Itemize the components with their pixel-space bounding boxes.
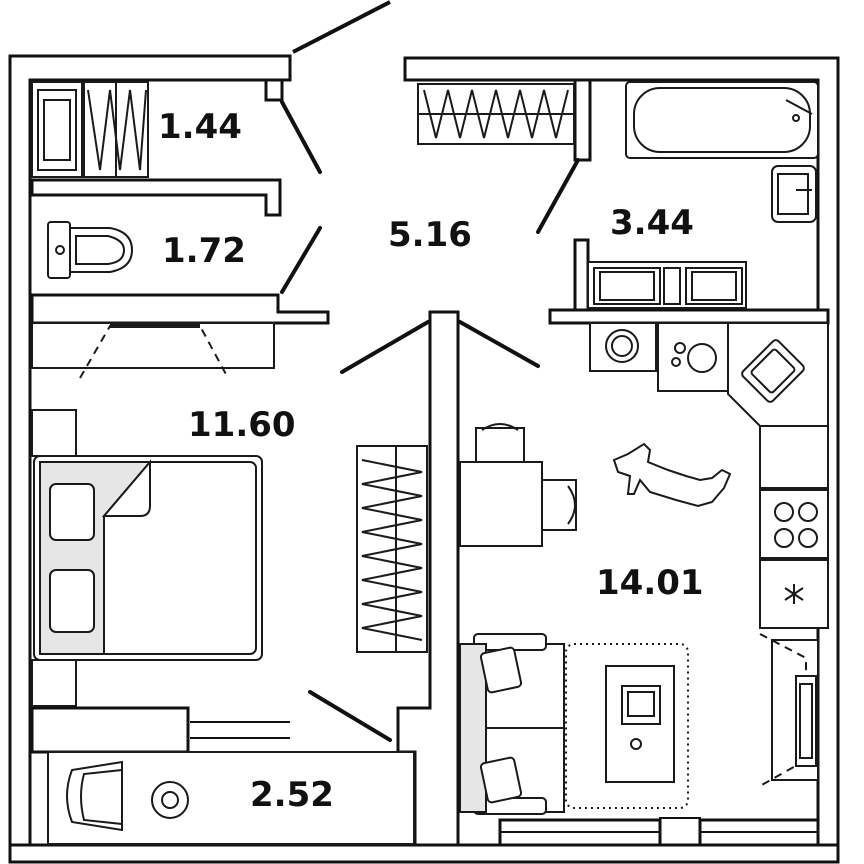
burner-4 <box>798 528 818 548</box>
room-area-bedroom: 11.60 <box>188 405 296 445</box>
toilet-button <box>55 245 65 255</box>
room-area-living-kitchen: 14.01 <box>596 563 704 603</box>
mouse <box>630 738 642 750</box>
wall-bathroom-lower-left <box>573 238 590 312</box>
wardrobe-bedroom-zigzag <box>361 459 423 641</box>
storage-rack-zigzag <box>87 89 147 171</box>
door-storage <box>280 100 322 174</box>
door-balcony <box>308 690 392 742</box>
outer-wall-bottom <box>8 843 840 864</box>
toilet-fixture <box>47 221 134 279</box>
storage-cabinet-inner <box>43 99 71 161</box>
stove <box>759 489 829 559</box>
burner-3 <box>774 528 794 548</box>
wall-storage-right <box>264 78 284 102</box>
room-area-bathroom: 3.44 <box>610 203 694 243</box>
windows <box>190 721 818 846</box>
bedroom-furniture <box>31 322 428 707</box>
washer-unit-inner <box>691 271 737 301</box>
washer-unit-inner <box>599 271 655 301</box>
doors <box>280 100 580 742</box>
bed-blanket-fold <box>101 459 151 517</box>
dining-chair-top <box>475 427 525 463</box>
kitchen-sink-inner <box>750 348 796 394</box>
door-living <box>458 320 540 368</box>
wall-balcony-top <box>30 706 190 754</box>
room-area-balcony: 2.52 <box>250 775 334 815</box>
bathroom-furniture <box>587 81 819 309</box>
area-labels: 1.44 1.72 5.16 3.44 11.60 14.01 2.52 <box>158 107 704 815</box>
side-table-inner <box>161 791 179 809</box>
cushion-top <box>479 646 523 694</box>
nightstand-top <box>31 409 77 457</box>
balcony-furniture <box>47 751 415 845</box>
room-area-hallway: 5.16 <box>388 215 472 255</box>
laptop-screen <box>627 691 655 717</box>
dining-table <box>459 461 543 547</box>
living-tv-inner <box>799 683 813 759</box>
kitchen-furniture <box>459 322 829 815</box>
dish-3 <box>671 357 681 367</box>
sofa-back <box>459 643 487 813</box>
wall-bathroom-bottom <box>548 308 830 325</box>
washing-machine-drum-inner <box>611 335 633 357</box>
wall-bathroom-left <box>573 78 592 162</box>
room-area-storage: 1.44 <box>158 107 242 147</box>
bedroom-tv-shelf <box>31 322 275 369</box>
entry-wall <box>292 0 391 54</box>
dish-1 <box>687 343 717 373</box>
nightstand-bottom <box>31 659 77 707</box>
dining-chair-right <box>541 479 577 531</box>
dog-icon <box>612 442 732 508</box>
hall-wardrobe <box>417 83 575 145</box>
bathtub-faucet <box>785 99 813 115</box>
bathtub-drain <box>792 114 800 122</box>
rug <box>565 643 689 809</box>
armchair-seat <box>80 768 123 826</box>
door-bathroom <box>536 158 580 234</box>
fridge-snowflake-icon <box>784 584 804 604</box>
storage-furniture <box>31 81 149 178</box>
burner-1 <box>774 502 794 522</box>
window-frame <box>659 817 701 846</box>
washer-unit <box>663 267 681 305</box>
door-toilet <box>280 226 322 294</box>
pillow-top <box>49 483 95 541</box>
fridge <box>759 559 829 629</box>
room-area-toilet: 1.72 <box>162 231 246 271</box>
dining-chair-right-back <box>567 485 576 525</box>
cushion-bottom <box>479 756 523 804</box>
sink-basin <box>777 173 809 215</box>
burner-2 <box>798 502 818 522</box>
bathtub-inner <box>633 87 811 153</box>
wall-storage-bottom <box>30 178 282 217</box>
wardrobe-top-zigzag <box>423 89 569 139</box>
door-bedroom <box>340 320 430 374</box>
wall-toilet-bottom <box>30 293 330 325</box>
toilet-seat <box>75 235 126 265</box>
dish-2 <box>674 342 686 354</box>
pillow-bottom <box>49 569 95 633</box>
counter-segment <box>759 425 829 489</box>
dining-chair-top-back <box>481 423 519 431</box>
